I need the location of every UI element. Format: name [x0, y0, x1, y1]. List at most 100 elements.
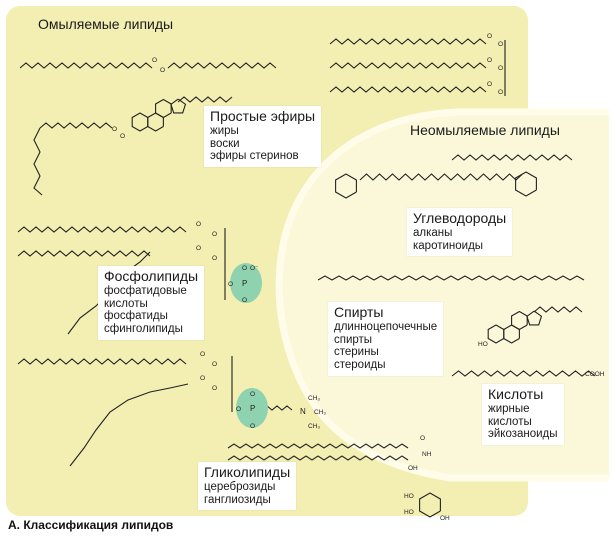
group-glycolipids: Гликолипиды цереброзиды ганглиозиды [198, 462, 297, 511]
group-item: кислоты [104, 297, 148, 310]
hydroxyl-label: OH [408, 465, 418, 472]
group-title: Гликолипиды [204, 464, 291, 480]
oxygen-label: O [420, 435, 425, 442]
group-simple-esters: Простые эфиры жиры воски эфиры стеринов [204, 106, 322, 168]
oxygen-label: O [487, 57, 492, 64]
oxygen-label: O [498, 65, 503, 72]
sterol-side-chain [177, 96, 233, 103]
group-item: ганглиозиды [204, 493, 271, 506]
oxygen-label: O [498, 89, 503, 96]
triglyceride-chain [329, 38, 487, 45]
carotene-ring [335, 173, 357, 199]
oxygen-label: O [212, 361, 217, 368]
hydroxyl-label: HO [404, 493, 414, 500]
group-item: фосфатиды [104, 310, 168, 323]
group-title: Кислоты [488, 386, 544, 402]
sugar-ring [419, 492, 441, 518]
oxygen-label: O [228, 281, 233, 288]
alkane-chain [451, 154, 573, 161]
sterol-ring [170, 98, 187, 114]
group-title: Простые эфиры [210, 108, 316, 124]
polyene-chain [359, 173, 523, 181]
oxygen-label: O [236, 406, 241, 413]
header-unsaponifiable: Неомыляемые липиды [410, 122, 560, 138]
methyl-label: CH₃ [308, 423, 320, 430]
group-item: фосфатидовые [104, 284, 187, 297]
glycolipid-chain [227, 455, 409, 461]
wax-chain [167, 62, 277, 69]
figure-caption: A. Классификация липидов [8, 518, 174, 532]
group-item: жиры [210, 124, 239, 137]
group-title: Фосфолипиды [104, 268, 199, 284]
group-item: сфинголипиды [104, 323, 183, 336]
hydroxyl-label: HO [404, 509, 414, 516]
oxygen-label: O [250, 391, 255, 398]
group-hydrocarbons: Углеводороды алканы каротиноиды [407, 208, 513, 257]
group-item: воски [210, 137, 240, 150]
oxygen-label: O [152, 57, 157, 64]
carotene-ring [515, 171, 537, 197]
oxygen-label: O⁻ [250, 265, 259, 272]
oxygen-label: O [120, 133, 125, 140]
hydroxyl-label: OH [440, 515, 450, 522]
oxygen-label: O [242, 265, 247, 272]
oxygen-label: O [200, 351, 205, 358]
phospholipid-chain [17, 358, 187, 365]
oxygen-label: O [250, 423, 255, 430]
oxygen-label: O [498, 41, 503, 48]
phospholipid-chain [17, 226, 187, 233]
triglyceride-chain [329, 62, 487, 69]
fatty-acid-chain [451, 370, 596, 377]
oxygen-label: O [212, 385, 217, 392]
phosphate-group-highlight [236, 388, 268, 428]
nitrogen-label: N [300, 407, 306, 416]
group-item: цереброзиды [204, 480, 276, 493]
methyl-label: CH₃ [308, 395, 320, 402]
oxygen-label: O [112, 126, 117, 133]
group-item: алканы [413, 226, 453, 239]
methyl-label: CH₃ [314, 409, 326, 416]
sterol-side-chain [533, 306, 583, 313]
phosphate-group-highlight [230, 263, 262, 303]
oxygen-label: O [196, 245, 201, 252]
header-saponifiable: Омыляемые липиды [38, 16, 174, 32]
group-item: эфиры стеринов [210, 150, 299, 163]
group-item: стерины [334, 346, 379, 359]
triglyceride-chain [329, 86, 487, 93]
oxygen-label: O [487, 81, 492, 88]
group-title: Углеводороды [413, 210, 507, 226]
oxygen-label: O [212, 231, 217, 238]
glycolipid-chain [227, 443, 409, 449]
oxygen-label: O [242, 297, 247, 304]
group-item: каротиноиды [413, 239, 484, 252]
group-phospholipids: Фосфолипиды фосфатидовые кислоты фосфати… [98, 266, 205, 341]
molecule-structures [17, 38, 596, 518]
carboxyl-label: COOH [585, 371, 605, 378]
group-item: стероиды [334, 359, 386, 372]
oxygen-label: O [196, 221, 201, 228]
group-alcohols: Спирты длинноцепочечные спирты стерины с… [328, 302, 444, 377]
fatty-acid-chain [39, 122, 113, 129]
group-item: длинноцепочечные [334, 320, 438, 333]
fatty-acid-chain [33, 127, 43, 196]
phospholipid-chain [17, 250, 151, 257]
group-item: эйкозаноиды [488, 428, 558, 441]
amide-label: NH [422, 451, 432, 458]
phosphorus-label: P [242, 279, 247, 288]
group-acids: Кислоты жирные кислоты эйкозаноиды [482, 384, 564, 446]
wax-chain [19, 62, 153, 69]
group-item: кислоты [488, 415, 532, 428]
phosphorus-label: P [250, 404, 255, 413]
group-item: жирные [488, 402, 530, 415]
oxygen-label: O [200, 375, 205, 382]
oxygen-label: O [212, 255, 217, 262]
hydroxyl-label: HO [478, 341, 488, 348]
sterol-ring [526, 310, 543, 326]
group-title: Спирты [334, 304, 384, 320]
group-item: спирты [334, 333, 373, 346]
oxygen-label: O [160, 67, 165, 74]
long-chain-alcohol [317, 275, 585, 281]
phospholipid-chain [69, 383, 189, 467]
